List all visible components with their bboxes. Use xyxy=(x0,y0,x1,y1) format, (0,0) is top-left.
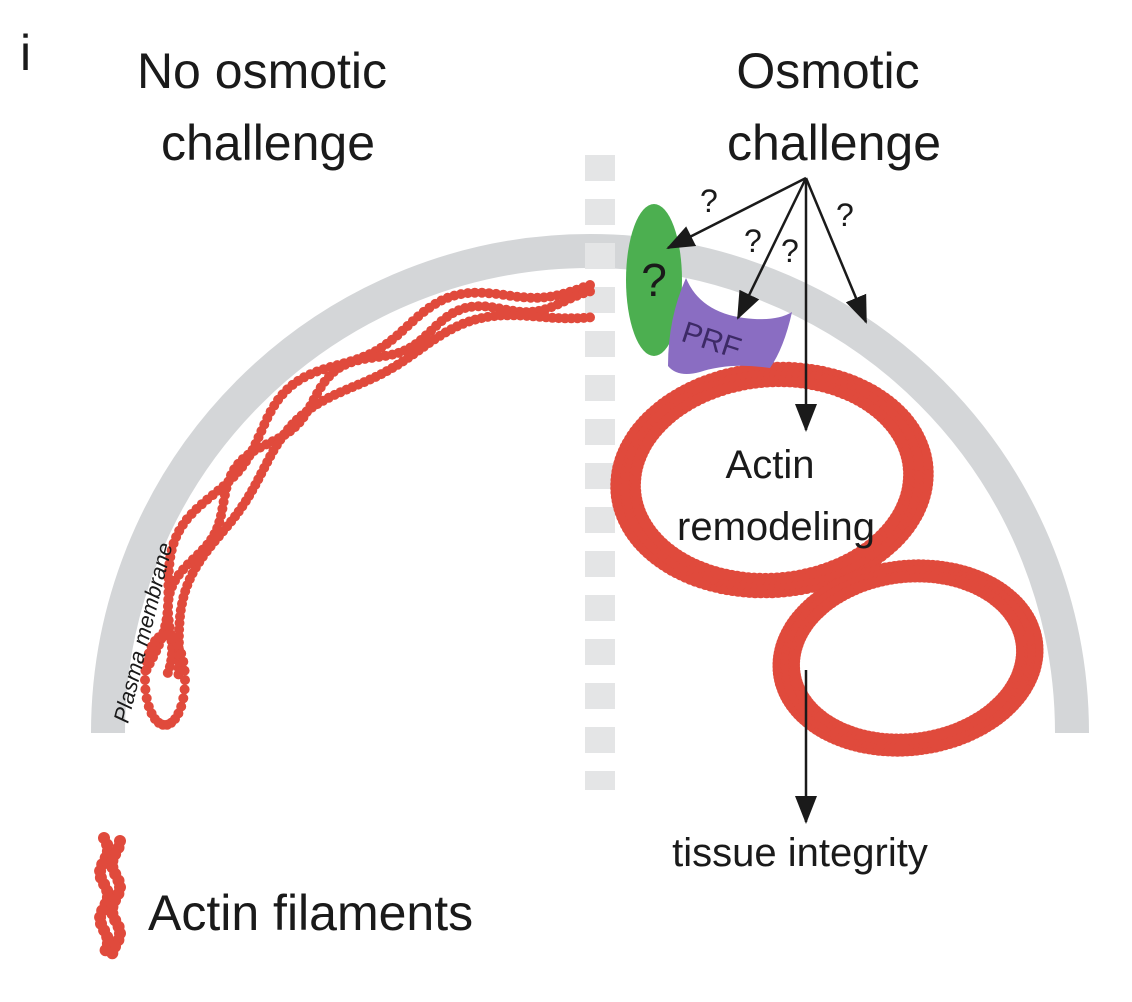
cortical-actin-bead xyxy=(476,287,487,298)
signal-arrows xyxy=(666,176,868,824)
cortical-actin-bead xyxy=(163,608,174,619)
arrow-to-membrane xyxy=(804,177,868,324)
cortical-actin-filaments xyxy=(140,280,595,730)
cortical-actin-bead xyxy=(585,312,595,323)
question-mark-4: ? xyxy=(836,197,854,233)
remodeling-label-line2: remodeling xyxy=(677,505,875,549)
right-title-line2: challenge xyxy=(727,115,941,171)
left-title-line2: challenge xyxy=(161,115,375,171)
legend-actin-swatch xyxy=(94,832,126,960)
cortical-actin-bead xyxy=(141,693,152,704)
cortical-actin-bead xyxy=(140,665,151,676)
arrow-to-prf xyxy=(736,177,808,320)
cortical-actin-bead xyxy=(585,286,595,297)
remodeled-actin-bead xyxy=(911,458,924,471)
cortical-actin-bead xyxy=(179,684,190,695)
cortical-actin-bead xyxy=(143,701,154,712)
cortical-actin-bead xyxy=(140,675,150,685)
cortical-actin-bead xyxy=(178,693,189,704)
cortical-actin-bead xyxy=(179,665,190,676)
question-mark-1: ? xyxy=(700,183,718,219)
cortical-actin-bead xyxy=(469,287,480,298)
legend-label: Actin filaments xyxy=(148,885,473,941)
question-mark-2: ? xyxy=(744,223,762,259)
tissue-integrity-label: tissue integrity xyxy=(672,831,928,875)
remodeled-actin-bead xyxy=(921,457,934,470)
unknown-sensor-label: ? xyxy=(641,254,667,306)
cortical-actin-bead xyxy=(178,656,189,667)
remodeling-label-line1: Actin xyxy=(726,443,815,487)
cortical-actin-bead xyxy=(176,648,187,659)
question-mark-3: ? xyxy=(781,233,799,269)
remodeled-actin-bead xyxy=(902,458,915,471)
remodeled-actin-bead xyxy=(1015,635,1028,647)
cortical-actin-bead xyxy=(140,684,151,695)
legend-actin-bead xyxy=(106,947,119,960)
cortical-actin-bead xyxy=(141,656,152,667)
right-title-line1: Osmotic xyxy=(736,43,919,99)
left-title-line1: No osmotic xyxy=(137,43,387,99)
arrow-to-sensor xyxy=(666,176,807,250)
prf-protein xyxy=(668,278,792,374)
cortical-actin-bead xyxy=(180,675,190,685)
panel-label: i xyxy=(20,25,31,81)
